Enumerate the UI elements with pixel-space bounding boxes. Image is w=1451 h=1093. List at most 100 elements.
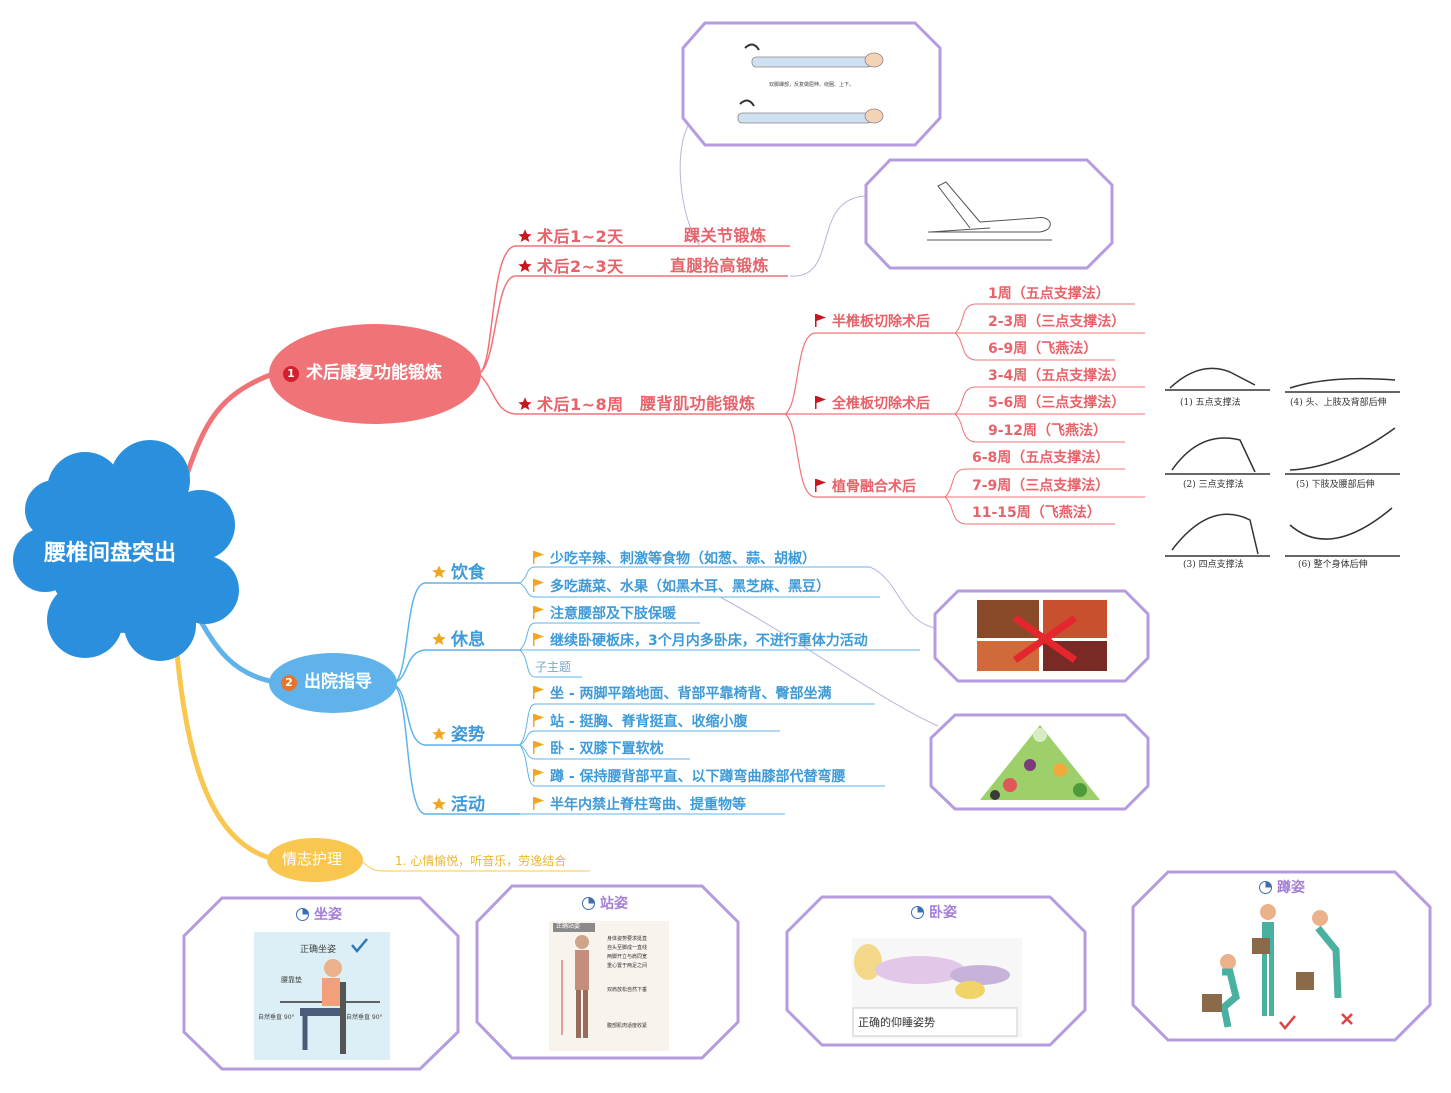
b2-line <box>395 650 520 683</box>
red-star-icon <box>517 258 533 274</box>
stand-card-title: 站姿 <box>582 897 628 911</box>
diet-item-1[interactable]: 少吃辛辣、刺激等食物（如葱、蒜、胡椒） <box>533 551 816 566</box>
activity-item-1[interactable]: 半年内禁止脊柱弯曲、提重物等 <box>533 797 746 812</box>
b1-item-1-exercise[interactable]: 踝关节锻炼 <box>684 228 767 244</box>
lie-card-title: 卧姿 <box>911 906 957 920</box>
surgery-1[interactable]: 半椎板切除术后 <box>815 314 930 329</box>
diet-item-2[interactable]: 多吃蔬菜、水果（如黑木耳、黑芝麻、黑豆） <box>533 579 830 594</box>
surgery-3-name: 植骨融合术后 <box>832 479 916 495</box>
rest-item-2-text: 继续卧硬板床，3个月内多卧床，不进行重体力活动 <box>550 633 868 649</box>
b1-item-3[interactable]: 术后1~8周 <box>517 396 624 413</box>
b1-item-2[interactable]: 术后2~3天 <box>517 258 624 275</box>
branch2-number-icon: 2 <box>281 675 297 691</box>
b1-item-2-exercise[interactable]: 直腿抬高锻炼 <box>670 258 769 274</box>
leg-raise-card-frame <box>866 160 1112 268</box>
stage-1-3[interactable]: 6-9周（飞燕法） <box>988 342 1097 356</box>
stand-label-1: 身体姿势要求挺直 <box>607 937 647 942</box>
activity-item-1-text: 半年内禁止脊柱弯曲、提重物等 <box>550 797 746 813</box>
stand-label-2: 自头至脚成一直线 <box>607 946 647 951</box>
surgery-3[interactable]: 植骨融合术后 <box>815 479 916 494</box>
red-star-icon <box>517 396 533 412</box>
branch3-note[interactable]: 1. 心情愉悦，听音乐，劳逸结合 <box>395 855 566 867</box>
lie-card-caption: 正确的仰睡姿势 <box>858 1017 935 1028</box>
sit-label-cushion: 腰靠垫 <box>281 977 302 984</box>
posture-item-1-text: 坐 - 两脚平踏地面、背部平靠椅背、臀部坐满 <box>550 686 832 702</box>
orange-flag-icon <box>533 797 544 810</box>
orange-star-icon <box>431 631 447 647</box>
posture-item-2[interactable]: 站 - 挺胸、脊背挺直、收缩小腹 <box>533 714 748 729</box>
orange-flag-icon <box>533 741 544 754</box>
sit-label-correct: 正确坐姿 <box>300 946 336 955</box>
card-link-leg <box>790 196 865 276</box>
orange-flag-icon <box>533 769 544 782</box>
branch2-title: 出院指导 <box>304 672 372 692</box>
support-exercise-figures <box>1165 368 1400 556</box>
b1-item-1[interactable]: 术后1~2天 <box>517 228 624 245</box>
card-link-food-pyramid <box>720 597 938 726</box>
central-topic[interactable]: 腰椎间盘突出 <box>44 543 176 565</box>
stage-2-2[interactable]: 5-6周（三点支撑法） <box>988 396 1125 410</box>
sit-card-title: 坐姿 <box>296 908 342 922</box>
diet-item-2-text: 多吃蔬菜、水果（如黑木耳、黑芝麻、黑豆） <box>550 579 830 595</box>
stage-3-3[interactable]: 11-15周（飞燕法） <box>972 506 1101 520</box>
squat-card-title-text: 蹲姿 <box>1277 880 1305 896</box>
stage-3-1[interactable]: 6-8周（五点支撑法） <box>972 451 1109 465</box>
surgery-1-name: 半椎板切除术后 <box>832 314 930 330</box>
stage-1-1[interactable]: 1周（五点支撑法） <box>988 287 1110 301</box>
rest-item-1[interactable]: 注意腰部及下肢保暖 <box>533 606 676 621</box>
stand-card-title-text: 站姿 <box>600 896 628 912</box>
surgery-2[interactable]: 全椎板切除术后 <box>815 396 930 411</box>
support-caption-6: (6) 整个身体后伸 <box>1298 561 1368 570</box>
category-activity-name: 活动 <box>451 795 485 815</box>
posture-item-1[interactable]: 坐 - 两脚平踏地面、背部平靠椅背、臀部坐满 <box>533 686 832 701</box>
b1-item-2-period: 术后2~3天 <box>537 257 624 276</box>
sit-label-90-right: 自然垂直 90° <box>346 1015 383 1021</box>
sit-label-90-left: 自然垂直 90° <box>258 1015 295 1021</box>
posture-item-3[interactable]: 卧 - 双膝下置软枕 <box>533 741 664 756</box>
stage-1-2[interactable]: 2-3周（三点支撑法） <box>988 315 1125 329</box>
red-flag-icon <box>815 314 826 327</box>
stand-label-title: 正确站姿 <box>556 924 580 930</box>
category-activity[interactable]: 活动 <box>431 796 485 814</box>
orange-flag-icon <box>533 633 544 646</box>
squat-card-title: 蹲姿 <box>1259 881 1305 895</box>
orange-flag-icon <box>533 606 544 619</box>
b1-item-3-exercise[interactable]: 腰背肌功能锻炼 <box>640 396 756 412</box>
category-diet[interactable]: 饮食 <box>431 564 485 582</box>
lie-card-title-text: 卧姿 <box>929 905 957 921</box>
stage-2-3[interactable]: 9-12周（飞燕法） <box>988 424 1107 438</box>
branch3-connector <box>175 630 270 858</box>
posture-item-3-text: 卧 - 双膝下置软枕 <box>550 741 664 757</box>
stand-label-4: 重心置于两足之间 <box>607 964 647 969</box>
progress-pie-icon <box>911 906 924 919</box>
stand-label-3: 两脚开立与肩同宽 <box>607 955 647 960</box>
support-caption-1: (1) 五点支撑法 <box>1180 399 1241 408</box>
orange-flag-icon <box>533 714 544 727</box>
posture-item-4[interactable]: 蹲 - 保持腰背部平直、以下蹲弯曲膝部代替弯腰 <box>533 769 846 784</box>
red-flag-icon <box>815 396 826 409</box>
rest-item-2[interactable]: 继续卧硬板床，3个月内多卧床，不进行重体力活动 <box>533 633 868 648</box>
category-rest-name: 休息 <box>451 630 485 650</box>
stage-3-2[interactable]: 7-9周（三点支撑法） <box>972 479 1109 493</box>
support-caption-2: (2) 三点支撑法 <box>1183 481 1244 490</box>
branch2-topic[interactable]: 2 出院指导 <box>281 674 372 691</box>
ankle-card-caption: 双脚踝部，反复做屈伸、绕圈、上下。 <box>769 83 854 88</box>
diet-item-1-text: 少吃辛辣、刺激等食物（如葱、蒜、胡椒） <box>550 551 816 567</box>
orange-flag-icon <box>533 686 544 699</box>
category-posture[interactable]: 姿势 <box>431 726 485 744</box>
rest-item-1-text: 注意腰部及下肢保暖 <box>550 606 676 622</box>
branch3-topic[interactable]: 情志护理 <box>282 852 342 867</box>
orange-flag-icon <box>533 579 544 592</box>
b1-item-3-period: 术后1~8周 <box>537 395 624 414</box>
category-rest[interactable]: 休息 <box>431 631 485 649</box>
stand-label-6: 腹部肌肉适度收紧 <box>607 1024 647 1029</box>
stage-2-1[interactable]: 3-4周（五点支撑法） <box>988 369 1125 383</box>
support-caption-3: (3) 四点支撑法 <box>1183 561 1244 570</box>
posture-item-4-text: 蹲 - 保持腰背部平直、以下蹲弯曲膝部代替弯腰 <box>550 769 846 785</box>
support-caption-4: (4) 头、上肢及背部后伸 <box>1290 399 1387 408</box>
orange-star-icon <box>431 796 447 812</box>
red-flag-icon <box>815 479 826 492</box>
rest-subtopic[interactable]: 子主题 <box>535 661 571 673</box>
posture-item-2-text: 站 - 挺胸、脊背挺直、收缩小腹 <box>550 714 748 730</box>
